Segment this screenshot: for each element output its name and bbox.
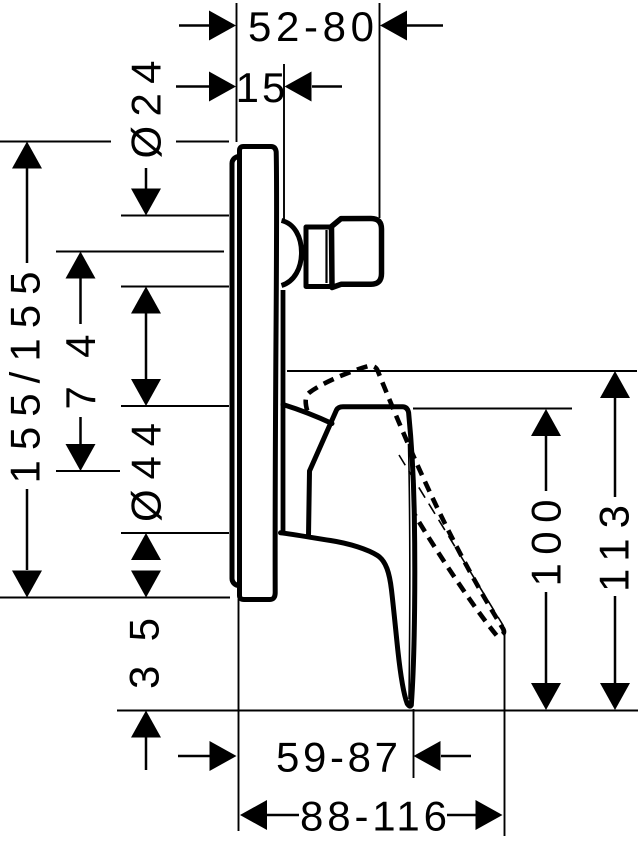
svg-text:Ø24: Ø24 [123,58,170,159]
svg-text:15: 15 [236,64,289,111]
svg-text:100: 100 [523,497,570,587]
svg-text:113: 113 [591,502,638,592]
svg-text:Ø44: Ø44 [123,420,170,522]
svg-text:59-87: 59-87 [276,734,401,781]
svg-text:155/155: 155/155 [2,269,49,484]
svg-text:52-80: 52-80 [248,3,377,50]
svg-text:88-116: 88-116 [300,793,450,840]
